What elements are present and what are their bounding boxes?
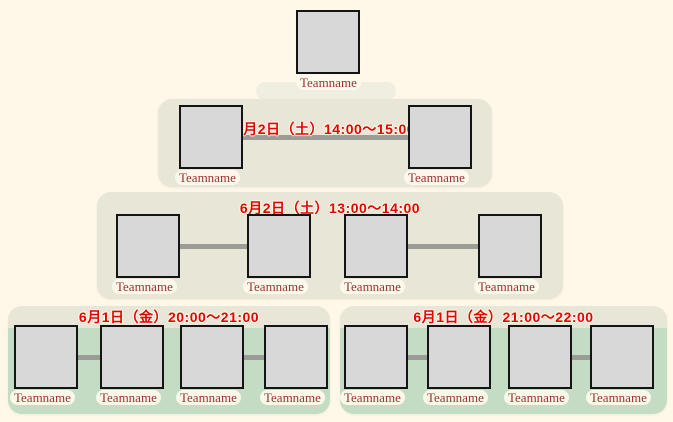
match-connector [78,355,100,360]
team-box[interactable] [478,214,542,278]
team-box[interactable] [180,325,244,389]
team-box[interactable] [14,325,78,389]
team-slot: Teamname [176,325,244,407]
team-slot: Teamname [423,325,491,407]
team-box[interactable] [247,214,311,278]
team-slot: Teamname [260,325,328,407]
team-box[interactable] [408,105,472,169]
team-name-label: Teamname [112,279,177,294]
schedule-first-round-a: 6月1日（金）20:00～21:00 [78,309,260,325]
champion-panel-shadow [256,82,396,100]
team-slot: Teamname [96,325,164,407]
team-slot: Teamname [340,325,408,407]
team-name-label: Teamname [96,390,161,405]
match-connector [408,355,427,360]
team-box[interactable] [344,325,408,389]
schedule-final: 6月2日（土）14:00～15:00 [234,121,416,137]
team-box[interactable] [508,325,572,389]
team-slot: Teamname [112,214,180,296]
team-name-label: Teamname [423,390,488,405]
team-name-label: Teamname [340,279,405,294]
team-slot-champion: Teamname [296,10,361,92]
team-name-label: Teamname [296,75,361,90]
team-slot: Teamname [243,214,311,296]
team-name-label: Teamname [176,390,241,405]
team-name-label: Teamname [504,390,569,405]
team-name-label: Teamname [175,170,240,185]
team-box[interactable] [116,214,180,278]
team-name-label: Teamname [10,390,75,405]
team-name-label: Teamname [243,279,308,294]
team-name-label: Teamname [340,390,405,405]
match-connector [180,244,247,249]
team-slot: Teamname [586,325,654,407]
team-slot: Teamname [340,214,408,296]
team-slot: Teamname [175,105,243,187]
team-name-label: Teamname [260,390,325,405]
match-connector [244,355,264,360]
team-slot: Teamname [10,325,78,407]
schedule-first-round-b: 6月1日（金）21:00～22:00 [413,309,594,325]
match-connector [572,355,590,360]
team-slot: Teamname [474,214,542,296]
team-box[interactable] [179,105,243,169]
team-name-label: Teamname [474,279,539,294]
match-connector [242,135,409,140]
team-box[interactable] [590,325,654,389]
team-slot: Teamname [504,325,572,407]
team-slot: Teamname [404,105,472,187]
team-box[interactable] [296,10,360,74]
team-box[interactable] [100,325,164,389]
team-box[interactable] [344,214,408,278]
match-connector [408,244,478,249]
team-name-label: Teamname [586,390,651,405]
team-box[interactable] [264,325,328,389]
team-box[interactable] [427,325,491,389]
schedule-semifinal: 6月2日（土）13:00～14:00 [239,200,421,216]
team-name-label: Teamname [404,170,469,185]
